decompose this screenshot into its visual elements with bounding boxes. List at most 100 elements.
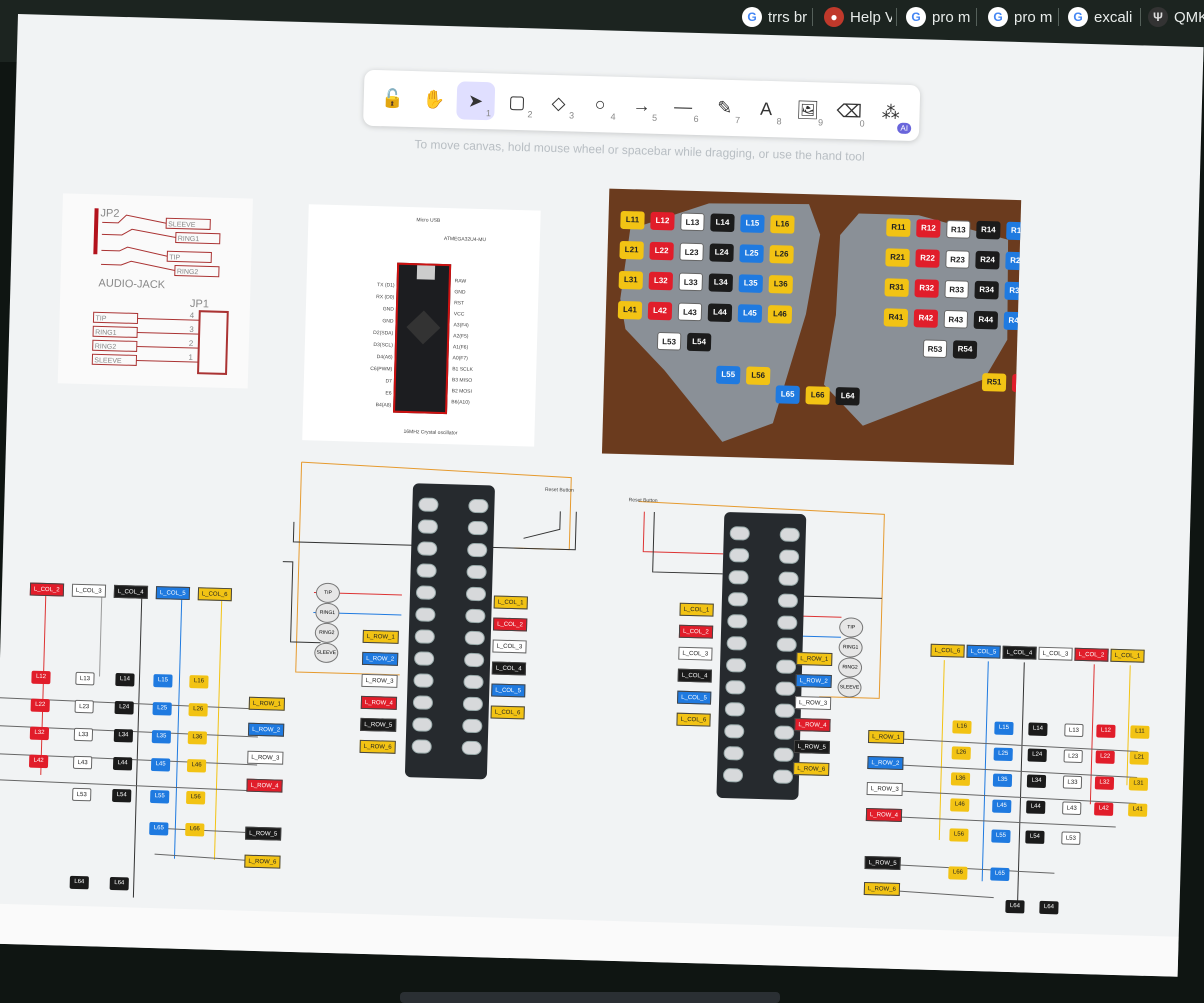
switch-key[interactable]: L34 (1026, 774, 1047, 788)
left-pro-micro-board[interactable] (404, 483, 496, 780)
audio-jack-schematic[interactable]: JP2 SLEEVE RING1 TIP RING2 AUDIO-JACK JP… (57, 193, 253, 389)
pcb-pin (772, 769, 794, 784)
switch-key[interactable]: L12 (1096, 724, 1116, 738)
row-label: L_ROW_2 (361, 651, 399, 666)
switch-key[interactable]: L35 (151, 730, 172, 744)
switch-key[interactable]: L44 (1026, 800, 1046, 814)
switch-key[interactable]: L55 (150, 789, 170, 804)
switch-key[interactable]: L34 (113, 728, 134, 743)
pcb-pin (417, 519, 439, 534)
reset-button-label: Reset Button (628, 497, 658, 505)
switch-key[interactable]: L64 (69, 875, 89, 890)
switch-key[interactable]: L45 (150, 758, 171, 772)
switch-key[interactable]: L16 (952, 720, 972, 734)
switch-key[interactable]: L66 (185, 822, 205, 837)
switch-key[interactable]: L41 (1128, 803, 1148, 817)
pcb-pin (464, 630, 485, 646)
switch-key[interactable]: L16 (189, 675, 209, 689)
switch-key[interactable]: L56 (949, 828, 969, 842)
svg-text:RING2: RING2 (95, 343, 117, 351)
switch-key[interactable]: L45 (992, 799, 1012, 814)
switch-key[interactable]: L54 (1025, 830, 1045, 844)
switch-key[interactable]: L44 (112, 756, 133, 771)
row-label: L_ROW_3 (794, 695, 832, 710)
browser-tab[interactable]: ●Help V (824, 2, 892, 32)
switch-key[interactable]: L32 (29, 726, 50, 741)
switch-key[interactable]: L46 (186, 759, 207, 773)
switch-key[interactable]: L35 (992, 773, 1013, 788)
col-label: L_COL_1 (679, 602, 714, 617)
switch-key[interactable]: L65 (990, 867, 1010, 882)
pcb-pin (468, 498, 489, 514)
switch-key[interactable]: L15 (994, 721, 1014, 736)
switch-key[interactable]: L32 (1094, 776, 1115, 790)
switch-key[interactable]: L26 (188, 703, 208, 717)
switch-key[interactable]: L46 (950, 798, 970, 812)
right-pro-micro-board[interactable] (716, 511, 807, 801)
reset-button-label: Reset Button (544, 486, 574, 494)
switch-key[interactable]: L42 (28, 754, 49, 769)
svg-text:JP1: JP1 (190, 298, 209, 311)
switch-key[interactable]: L64 (109, 876, 129, 891)
col-label: L_COL_6 (490, 705, 525, 720)
switch-key[interactable]: L23 (74, 699, 94, 714)
switch-key[interactable]: L12 (31, 670, 51, 685)
pcb-pin (415, 585, 437, 600)
switch-key[interactable]: L23 (1063, 749, 1083, 764)
switch-key[interactable]: L13 (75, 671, 95, 686)
switch-key[interactable]: L14 (1028, 722, 1048, 737)
switch-key[interactable]: L36 (187, 731, 208, 745)
switch-key[interactable]: L25 (152, 702, 172, 716)
row-header: L_ROW_4 (246, 778, 283, 793)
switch-key[interactable]: L15 (153, 674, 173, 688)
pcb-pin (462, 718, 483, 734)
switch-key[interactable]: L55 (991, 829, 1011, 844)
switch-key[interactable]: L25 (993, 747, 1013, 762)
column-header: L_COL_5 (966, 644, 1001, 659)
switch-key[interactable]: L66 (948, 866, 968, 880)
switch-key[interactable]: L24 (114, 700, 134, 715)
switch-key[interactable]: L14 (115, 672, 135, 687)
switch-key[interactable]: L56 (186, 791, 206, 805)
switch-key[interactable]: L36 (950, 772, 971, 786)
switch-key[interactable]: L11 (1130, 725, 1150, 739)
pcb-pin (465, 586, 487, 602)
switch-key[interactable]: L24 (1027, 748, 1047, 763)
switch-key[interactable]: L22 (30, 698, 50, 713)
switch-key[interactable]: L53 (72, 787, 92, 802)
audio-jack-drawing: JP2 SLEEVE RING1 TIP RING2 AUDIO-JACK JP… (91, 207, 229, 375)
switch-key[interactable]: L33 (73, 727, 94, 742)
switch-key[interactable]: L64 (1005, 899, 1025, 914)
pcb-pin (774, 725, 795, 740)
switch-key[interactable]: L21 (1129, 751, 1149, 765)
switch-key[interactable]: L22 (1095, 750, 1115, 764)
switch-key[interactable]: L33 (1062, 775, 1083, 790)
google-icon: G (1068, 7, 1088, 27)
column-header: L_COL_5 (155, 586, 190, 601)
switch-key[interactable]: L43 (1062, 801, 1082, 815)
switch-key[interactable]: L26 (951, 746, 971, 760)
switch-key[interactable]: L53 (1061, 831, 1081, 845)
switch-key[interactable]: L42 (1094, 802, 1114, 816)
switch-key[interactable]: L13 (1064, 723, 1084, 738)
switch-key[interactable]: L43 (72, 755, 93, 770)
column-header: L_COL_1 (1110, 648, 1145, 663)
row-header: L_ROW_2 (867, 756, 904, 771)
column-header: L_COL_3 (1038, 646, 1073, 661)
pcb-pin (467, 520, 489, 536)
switch-key[interactable]: L54 (112, 788, 132, 803)
switch-key[interactable]: L31 (1128, 777, 1149, 791)
row-label: L_ROW_5 (360, 717, 397, 732)
switch-key[interactable]: L64 (1039, 900, 1059, 915)
svg-text:1: 1 (188, 353, 193, 362)
switch-key[interactable]: L65 (149, 821, 169, 836)
google-icon: G (906, 7, 926, 27)
column-header: L_COL_4 (1002, 645, 1037, 660)
